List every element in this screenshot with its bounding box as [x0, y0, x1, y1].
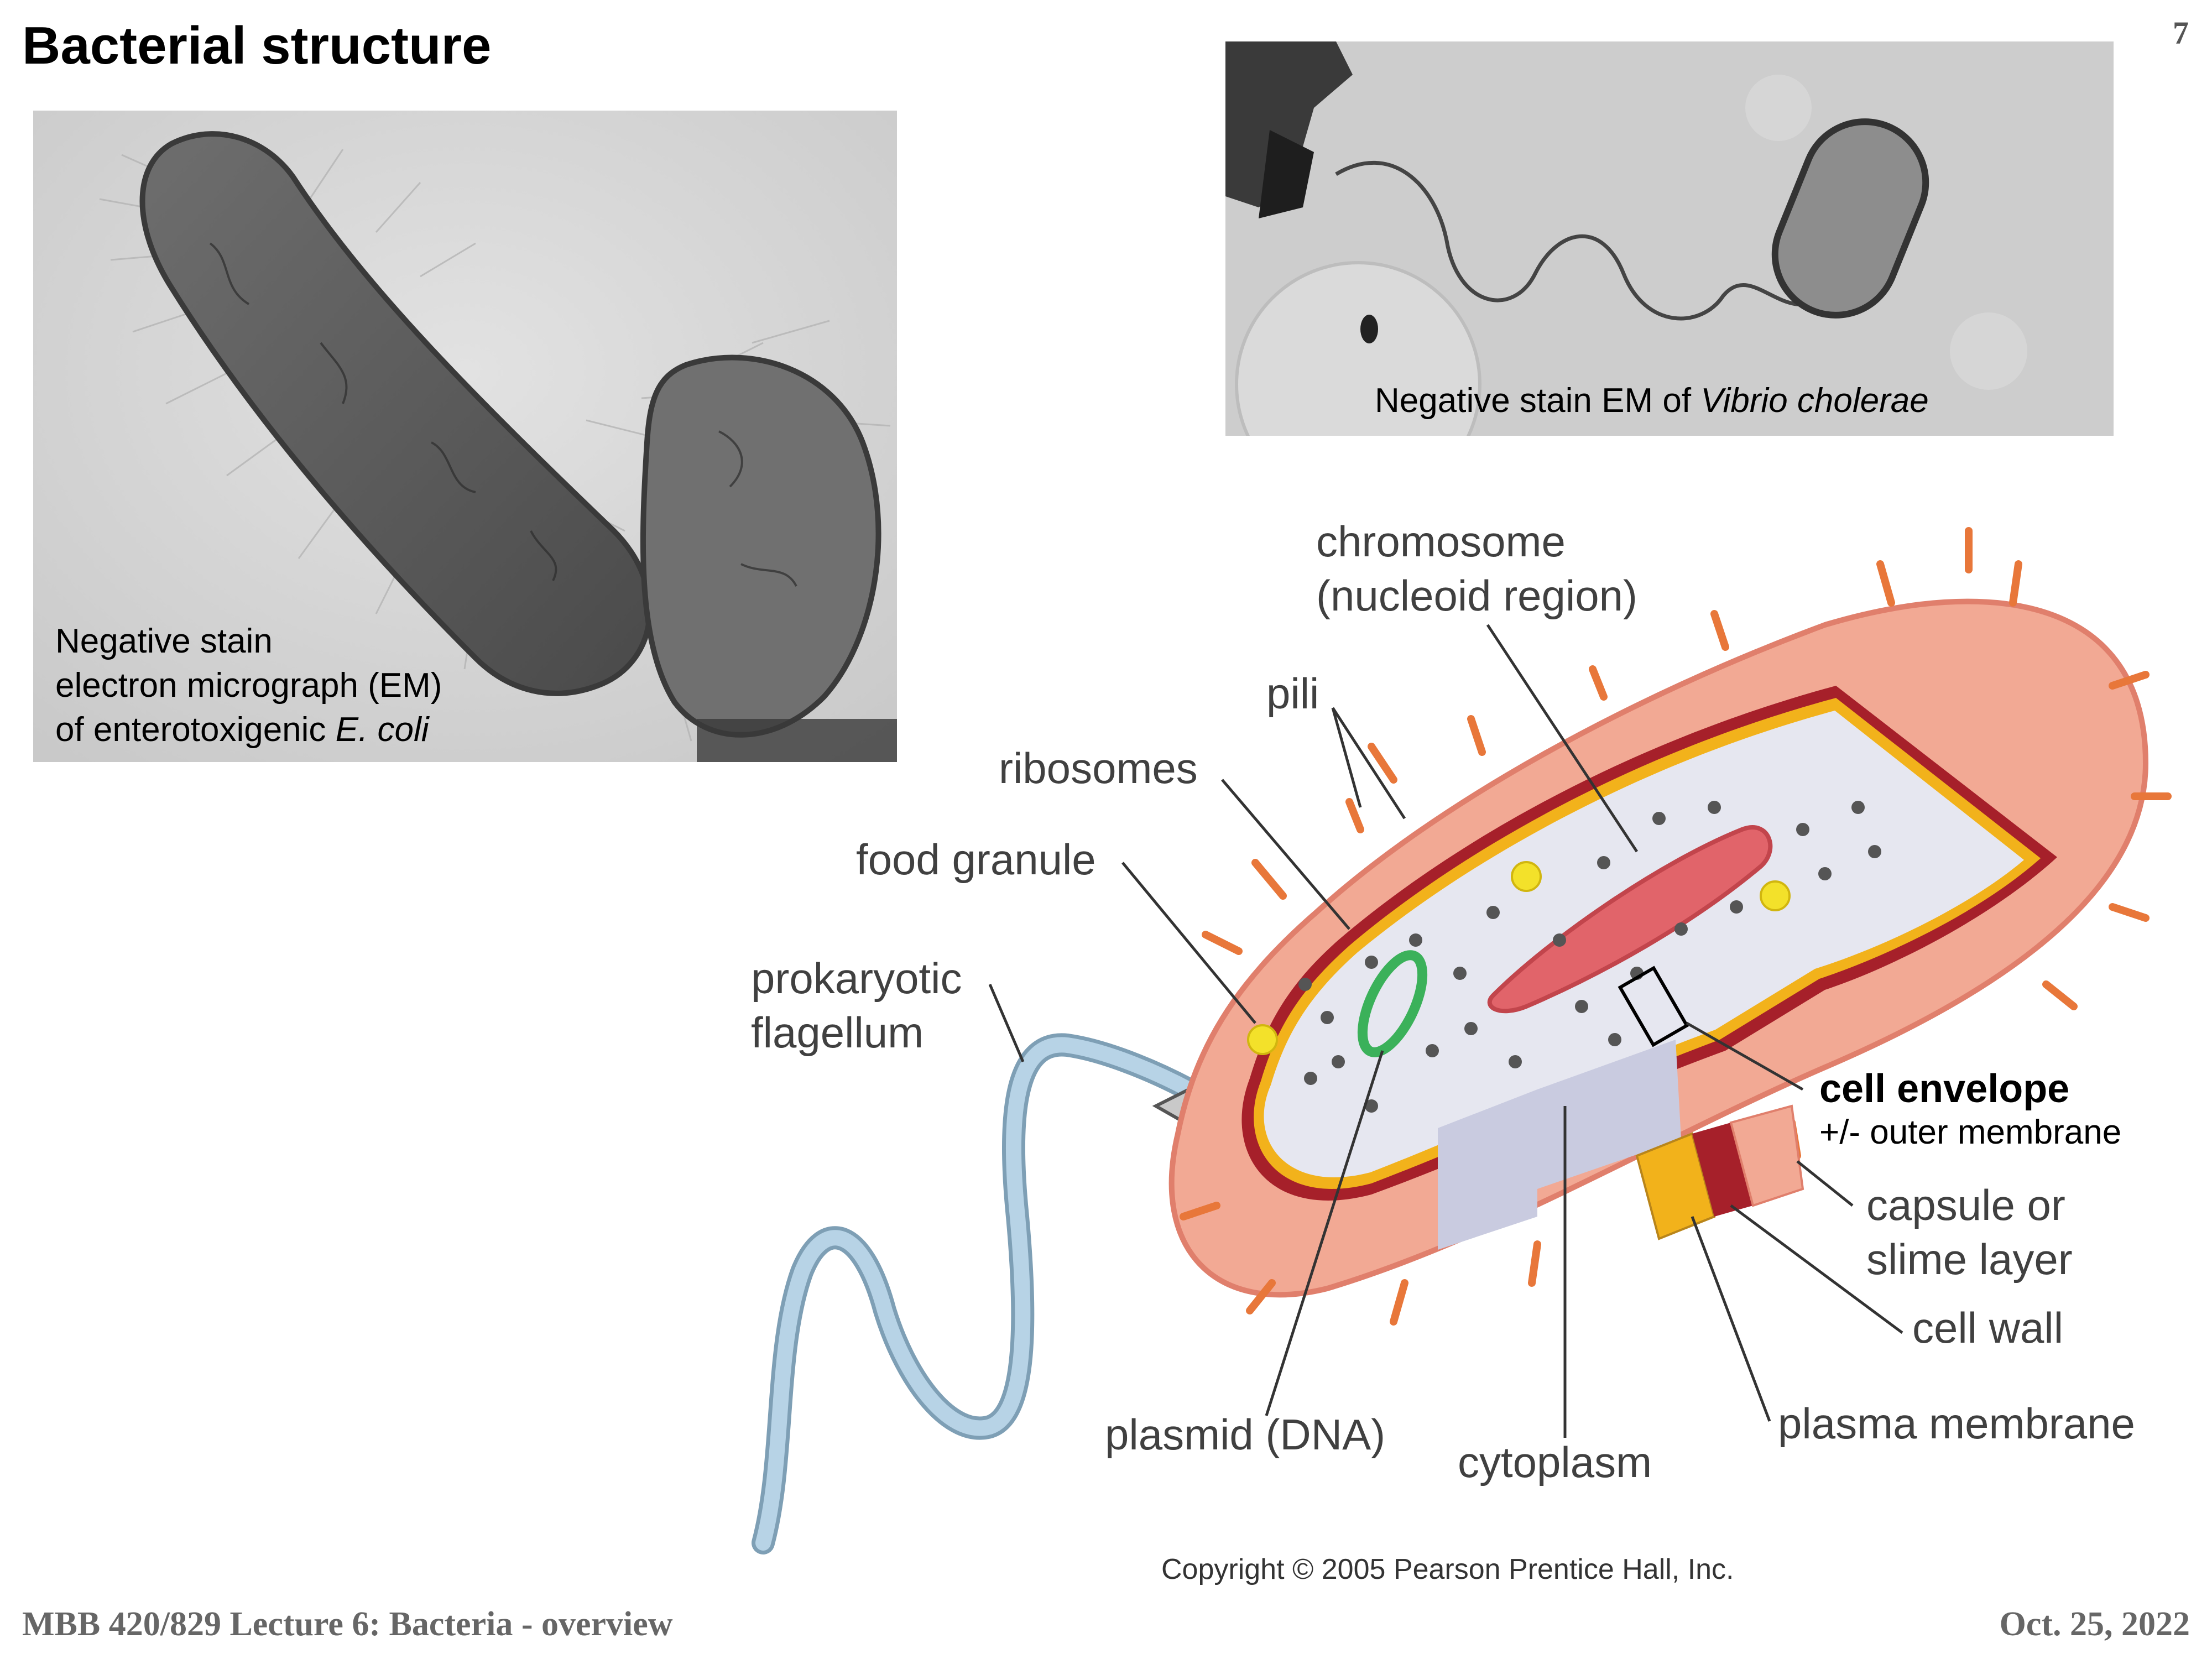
- food-granule: [1760, 880, 1791, 911]
- plasmid: [1357, 950, 1428, 1057]
- vibrio-species-name: Vibrio cholerae: [1700, 382, 1929, 420]
- copyright-notice: Copyright © 2005 Pearson Prentice Hall, …: [1161, 1553, 1734, 1585]
- ecoli-caption: Negative stain electron micrograph (EM) …: [55, 619, 442, 752]
- slide-title: Bacterial structure: [22, 16, 492, 75]
- ribosomes: [1298, 801, 1881, 1113]
- ecoli-micrograph-image: [33, 111, 897, 762]
- vibrio-caption-prefix: Negative stain EM of: [1375, 382, 1701, 420]
- label-outer-membrane: +/- outer membrane: [1819, 1113, 2122, 1151]
- vibrio-caption: Negative stain EM of Vibrio cholerae: [1375, 379, 1929, 423]
- label-food-granule: food granule: [856, 835, 1096, 884]
- label-cell-envelope: cell envelope: [1819, 1067, 2070, 1111]
- food-granule: [1511, 861, 1542, 892]
- label-chromosome-line2: (nucleoid region): [1316, 571, 1638, 620]
- page-number: 7: [2173, 15, 2189, 51]
- label-flagellum: prokaryotic flagellum: [751, 951, 962, 1060]
- ecoli-caption-line3: of enterotoxigenic E. coli: [55, 708, 442, 752]
- label-cell-wall: cell wall: [1912, 1303, 2064, 1352]
- flagellum: [752, 1033, 1220, 1554]
- ecoli-caption-line2: electron micrograph (EM): [55, 666, 442, 705]
- footer-course: MBB 420/829 Lecture 6: Bacteria - overvi…: [22, 1605, 673, 1643]
- label-flagellum-line1: prokaryotic: [751, 954, 962, 1003]
- ecoli-caption-prefix: of enterotoxigenic: [55, 711, 336, 749]
- label-plasmid: plasmid (DNA): [1105, 1410, 1386, 1459]
- food-granule: [1247, 1024, 1278, 1055]
- label-capsule: capsule or slime layer: [1866, 1178, 2073, 1286]
- label-ribosomes: ribosomes: [999, 744, 1198, 792]
- label-capsule-line1: capsule or: [1866, 1181, 2065, 1229]
- ecoli-species-name: E. coli: [335, 711, 429, 749]
- ecoli-caption-line1: Negative stain: [55, 622, 273, 660]
- label-capsule-line2: slime layer: [1866, 1235, 2073, 1284]
- label-flagellum-line2: flagellum: [751, 1008, 924, 1057]
- label-plasma-membrane: plasma membrane: [1778, 1399, 2135, 1448]
- label-cytoplasm: cytoplasm: [1458, 1438, 1652, 1486]
- vibrio-micrograph-image: [1225, 41, 2114, 436]
- chromosome: [1487, 825, 1773, 1014]
- label-chromosome: chromosome (nucleoid region): [1316, 514, 1637, 623]
- footer-date: Oct. 25, 2022: [1999, 1605, 2190, 1643]
- label-chromosome-line1: chromosome: [1316, 517, 1566, 566]
- label-pili: pili: [1266, 669, 1319, 718]
